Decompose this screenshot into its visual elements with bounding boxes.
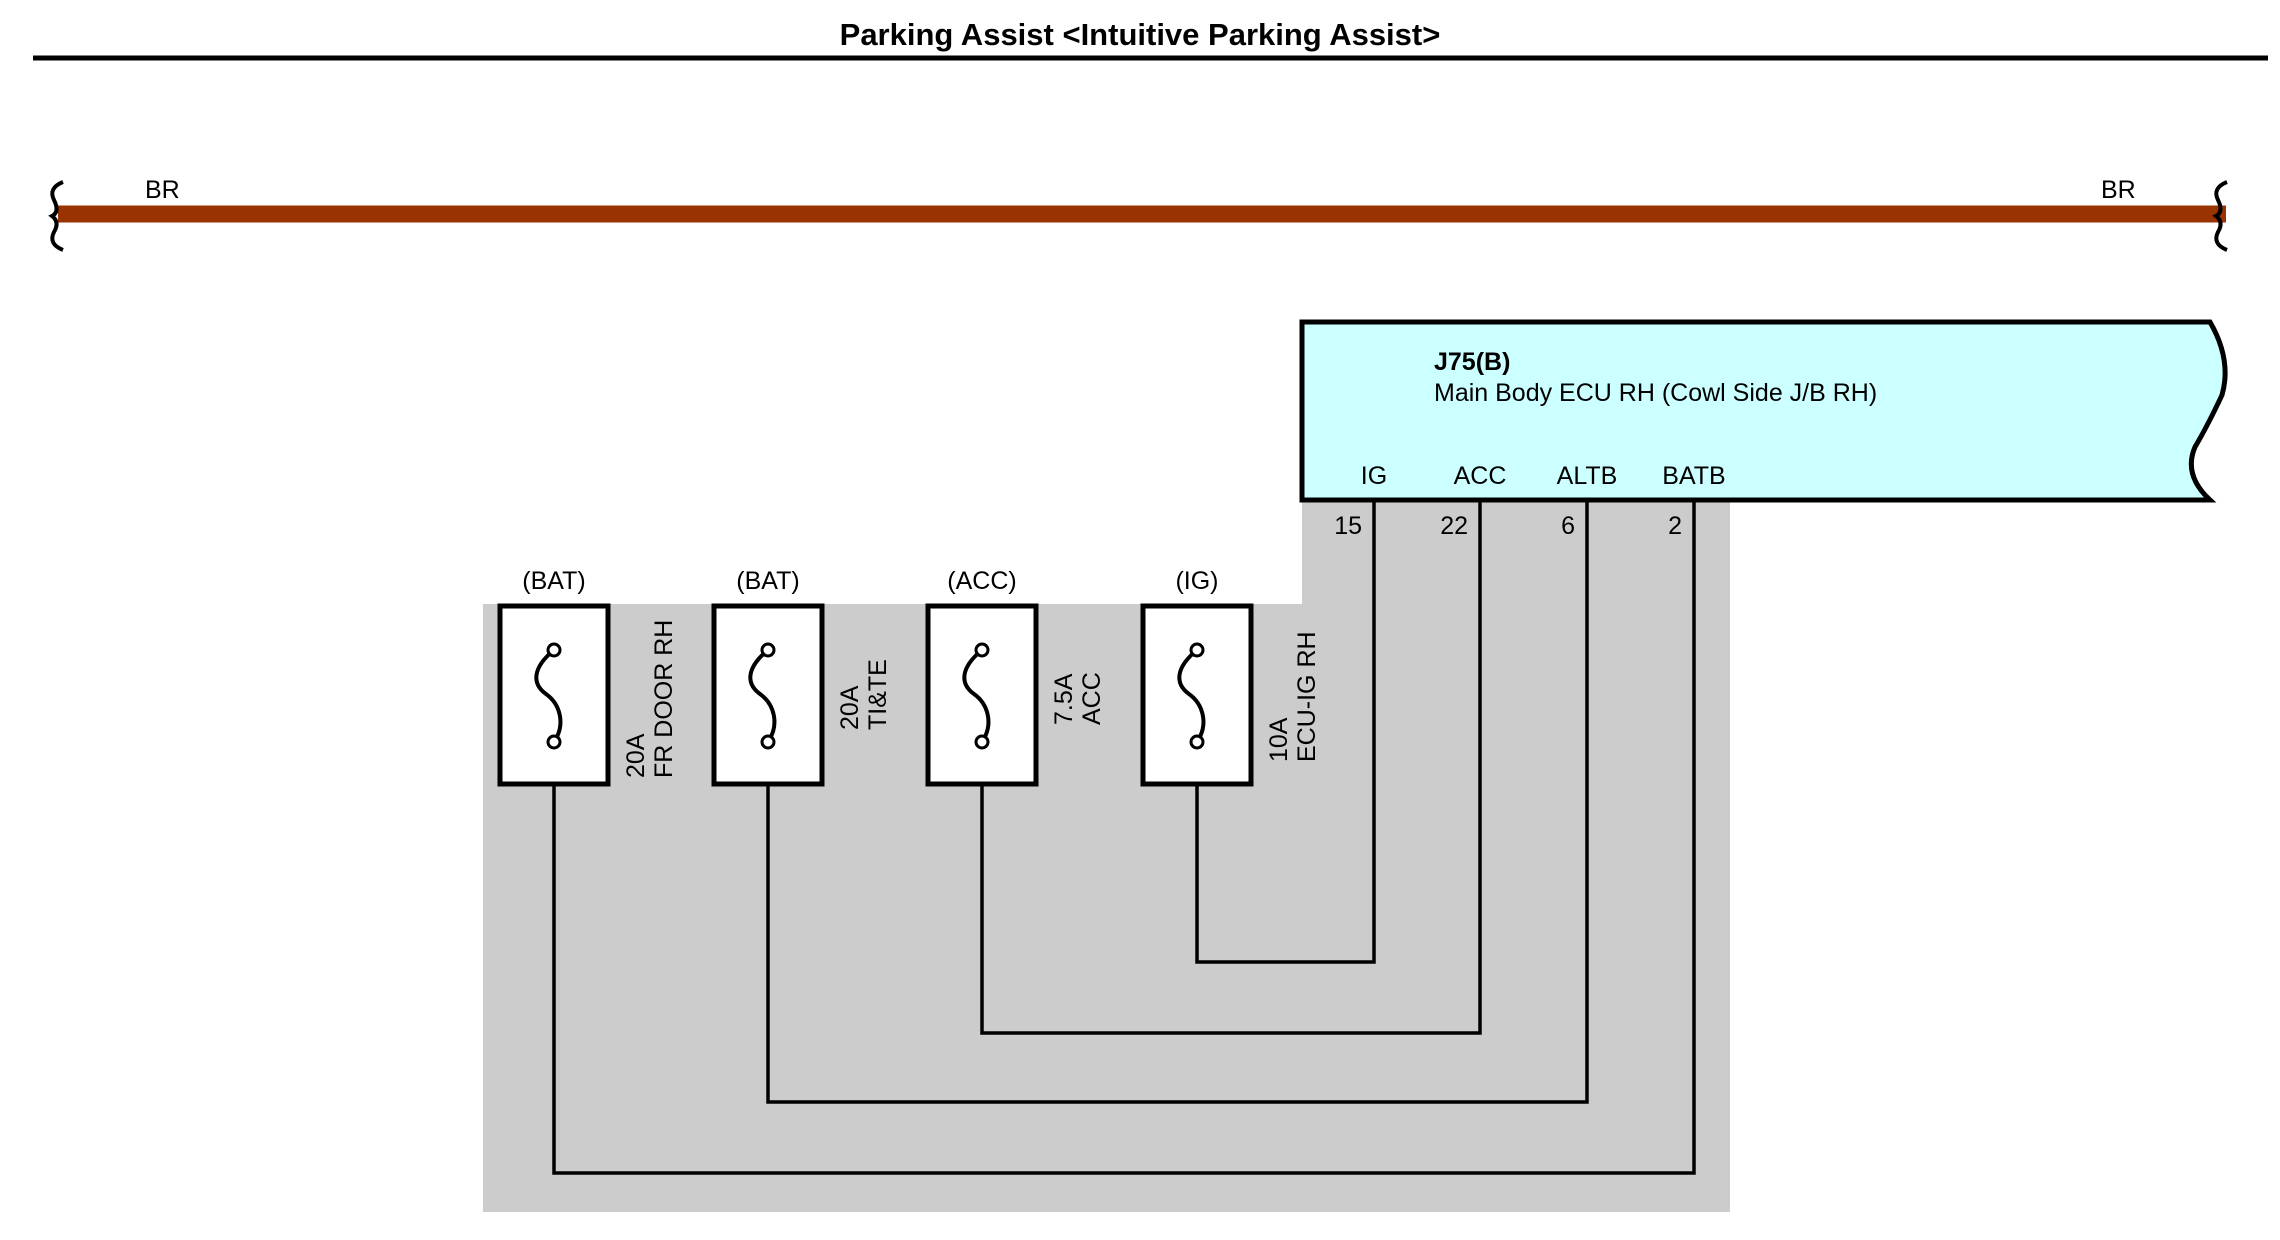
ecu-terminal-acc: ACC [1454,462,1507,490]
fuse-icon [748,642,777,750]
fuse-rating-label: 7.5A [1050,673,1078,725]
ecu-terminal-batb: BATB [1662,462,1725,490]
fuse-housing [925,603,1039,787]
junction-block-area [483,500,1730,1212]
fuse-ecu-ig-rh: (IG) 10A ECU-IG RH [1140,567,1321,787]
bus-break-right-icon [2212,180,2228,252]
wire-acc [980,500,1482,1035]
fuse-housing [1140,603,1254,787]
ecu-terminal-ig: IG [1361,462,1387,490]
fuse-icon [962,642,991,750]
fuse-rating-label: 10A [1265,717,1293,762]
wire-ig [1195,500,1376,964]
fuse-source-label: (BAT) [736,567,799,595]
fuse-housing [497,603,611,787]
ecu-box: J75(B) Main Body ECU RH (Cowl Side J/B R… [1299,319,2228,540]
wire-batb [552,500,1696,1175]
fuse-rating-label: 20A [622,733,650,778]
ecu-outline [1299,319,2228,503]
bus-left-label: BR [145,176,180,204]
power-bus: BR BR [48,176,2228,252]
ecu-pin-22: 22 [1440,512,1468,540]
wire-altb [766,500,1589,1104]
fuse-housing [711,603,825,787]
diagram-title: Parking Assist <Intuitive Parking Assist… [840,17,1441,52]
fuse-name-label: TI&TE [864,659,892,730]
fuse-name-label: FR DOOR RH [650,620,678,778]
fuse-source-label: (ACC) [947,567,1016,595]
wires [552,500,1696,1175]
ecu-pin-6: 6 [1561,512,1575,540]
ecu-connector-label: J75(B) [1434,348,1510,376]
fuse-fr-door-rh: (BAT) 20A FR DOOR RH [497,567,678,787]
fuse-acc: (ACC) 7.5A ACC [925,567,1106,787]
fuse-name-label: ECU-IG RH [1293,631,1321,762]
fuse-source-label: (BAT) [522,567,585,595]
fuse-source-label: (IG) [1175,567,1218,595]
fuse-icon [1177,642,1206,750]
ecu-terminal-altb: ALTB [1557,462,1618,490]
bus-right-label: BR [2101,176,2136,204]
fuse-icon [534,642,563,750]
ecu-pin-2: 2 [1668,512,1682,540]
ecu-name-label: Main Body ECU RH (Cowl Side J/B RH) [1434,379,1877,407]
fuse-name-label: ACC [1078,672,1106,725]
fuse-rating-label: 20A [836,685,864,730]
ecu-pin-15: 15 [1334,512,1362,540]
fuse-ti-te: (BAT) 20A TI&TE [711,567,892,787]
bus-break-left-icon [48,180,64,252]
